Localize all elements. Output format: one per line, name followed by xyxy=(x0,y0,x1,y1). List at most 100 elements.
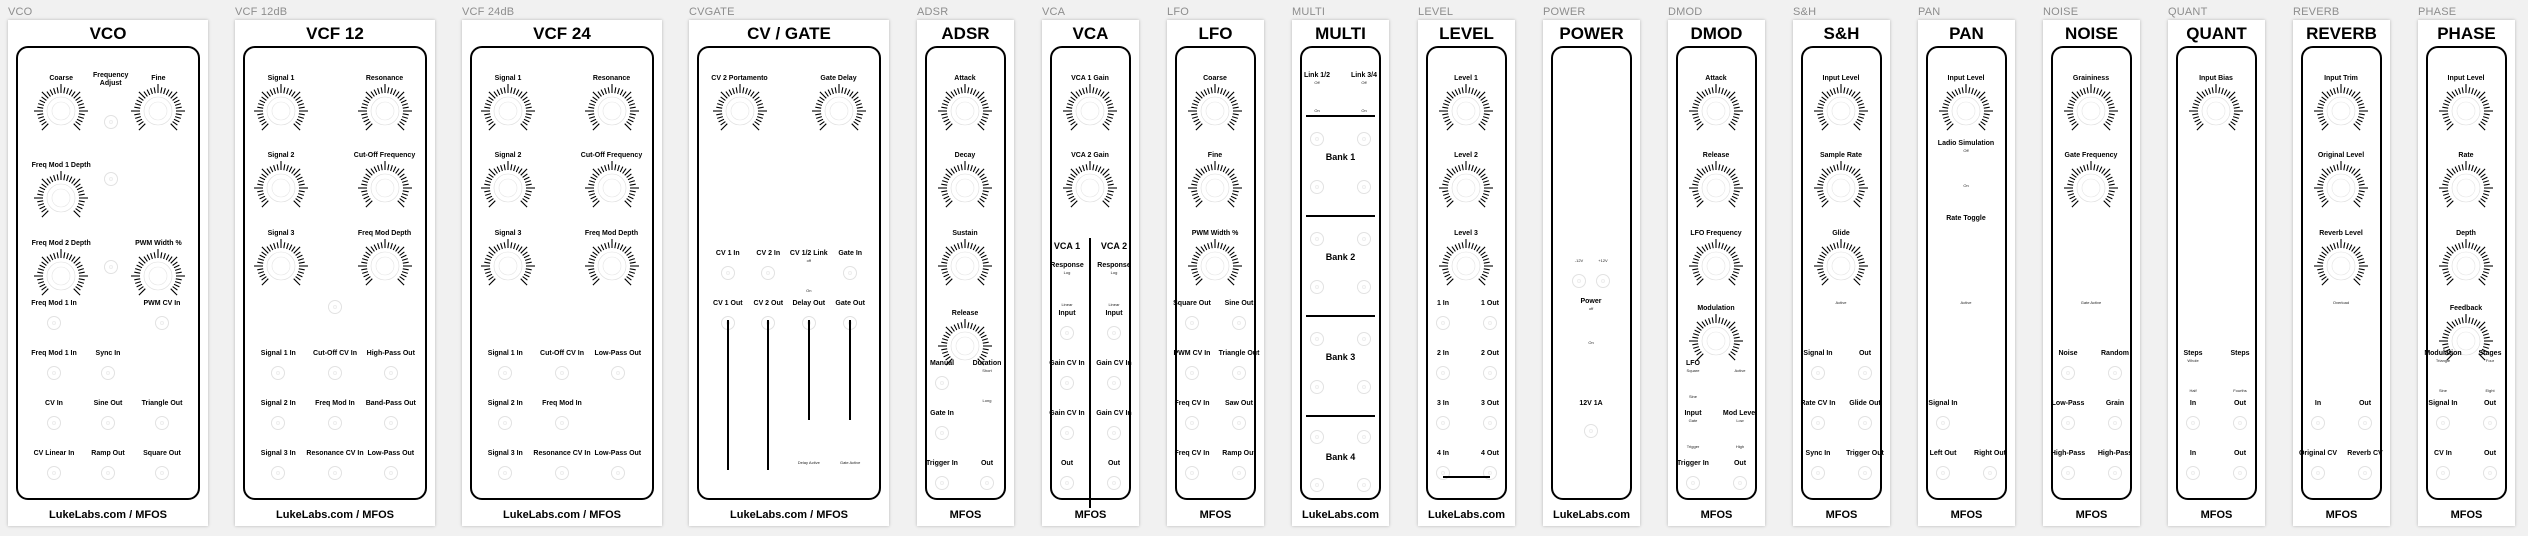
jack-socket[interactable] xyxy=(1357,232,1371,246)
jack-socket[interactable] xyxy=(610,466,625,480)
knob-reverb-level[interactable] xyxy=(2313,238,2369,294)
jack-socket[interactable] xyxy=(1572,274,1586,288)
knob-input-level[interactable] xyxy=(1813,83,1869,139)
jack-socket[interactable] xyxy=(1357,380,1371,394)
jack-socket[interactable] xyxy=(383,466,398,480)
jack-socket[interactable] xyxy=(271,416,286,430)
jack-socket[interactable] xyxy=(555,416,569,430)
knob-original-level[interactable] xyxy=(2313,160,2369,216)
jack-socket[interactable] xyxy=(2436,466,2450,480)
jack-socket[interactable] xyxy=(843,266,858,280)
jack-socket[interactable] xyxy=(498,366,513,380)
knob-resonance[interactable] xyxy=(584,83,640,139)
jack-socket[interactable] xyxy=(1858,366,1872,380)
jack-socket[interactable] xyxy=(935,376,949,390)
knob-graininess[interactable] xyxy=(2063,83,2119,139)
knob-rate[interactable] xyxy=(2438,160,2494,216)
jack-socket[interactable] xyxy=(1310,180,1324,194)
knob-release[interactable] xyxy=(937,318,993,374)
jack-socket[interactable] xyxy=(1983,466,1997,480)
knob-sustain[interactable] xyxy=(937,238,993,294)
jack-socket[interactable] xyxy=(2108,416,2122,430)
jack-socket[interactable] xyxy=(1357,332,1371,346)
knob-cv-2-portamento[interactable] xyxy=(712,83,768,139)
knob-level-3[interactable] xyxy=(1438,238,1494,294)
jack-socket[interactable] xyxy=(1185,366,1199,380)
jack-socket[interactable] xyxy=(2061,366,2075,380)
jack-socket[interactable] xyxy=(2186,466,2200,480)
jack-socket[interactable] xyxy=(1357,132,1371,146)
jack-socket[interactable] xyxy=(1858,466,1872,480)
jack-socket[interactable] xyxy=(1686,476,1700,490)
jack-socket[interactable] xyxy=(1232,466,1246,480)
knob-fine[interactable] xyxy=(1187,160,1243,216)
jack-socket[interactable] xyxy=(2108,466,2122,480)
knob-cut-off-frequency[interactable] xyxy=(357,160,413,216)
jack-socket[interactable] xyxy=(1310,280,1324,294)
jack-socket[interactable] xyxy=(1811,366,1825,380)
jack-socket[interactable] xyxy=(1185,466,1199,480)
knob-gate-frequency[interactable] xyxy=(2063,160,2119,216)
jack-socket[interactable] xyxy=(1858,416,1872,430)
knob-coarse[interactable] xyxy=(33,83,89,139)
knob-modulation[interactable] xyxy=(1688,313,1744,369)
jack-socket[interactable] xyxy=(328,300,342,314)
jack-socket[interactable] xyxy=(1107,426,1121,440)
jack-socket[interactable] xyxy=(155,416,169,430)
knob-attack[interactable] xyxy=(937,83,993,139)
jack-socket[interactable] xyxy=(1232,366,1246,380)
jack-socket[interactable] xyxy=(935,476,949,490)
jack-socket[interactable] xyxy=(1310,132,1324,146)
jack-socket[interactable] xyxy=(271,466,286,480)
knob-cut-off-frequency[interactable] xyxy=(584,160,640,216)
jack-socket[interactable] xyxy=(1060,426,1074,440)
knob-freq-mod-depth[interactable] xyxy=(357,238,413,294)
jack-socket[interactable] xyxy=(155,316,169,330)
jack-socket[interactable] xyxy=(101,366,115,380)
knob-vca-2-gain[interactable] xyxy=(1062,160,1118,216)
knob-pwm-width-[interactable] xyxy=(130,248,186,304)
knob-attack[interactable] xyxy=(1688,83,1744,139)
jack-socket[interactable] xyxy=(1357,180,1371,194)
jack-socket[interactable] xyxy=(2186,416,2200,430)
knob-level-2[interactable] xyxy=(1438,160,1494,216)
knob-depth[interactable] xyxy=(2438,238,2494,294)
knob-fine[interactable] xyxy=(130,83,186,139)
jack-socket[interactable] xyxy=(1107,476,1121,490)
jack-socket[interactable] xyxy=(1232,316,1246,330)
knob-signal-2[interactable] xyxy=(480,160,536,216)
jack-socket[interactable] xyxy=(1436,466,1450,480)
jack-socket[interactable] xyxy=(1310,380,1324,394)
jack-socket[interactable] xyxy=(555,466,569,480)
jack-socket[interactable] xyxy=(1185,316,1199,330)
jack-socket[interactable] xyxy=(2483,416,2497,430)
jack-socket[interactable] xyxy=(1357,280,1371,294)
jack-socket[interactable] xyxy=(383,416,398,430)
jack-socket[interactable] xyxy=(383,366,398,380)
knob-signal-1[interactable] xyxy=(253,83,309,139)
jack-socket[interactable] xyxy=(2233,466,2247,480)
jack-socket[interactable] xyxy=(610,366,625,380)
knob-freq-mod-2-depth[interactable] xyxy=(33,248,89,304)
jack-socket[interactable] xyxy=(2311,416,2325,430)
jack-socket[interactable] xyxy=(1483,366,1497,380)
jack-socket[interactable] xyxy=(328,416,342,430)
jack-socket[interactable] xyxy=(1310,430,1324,444)
knob-pwm-width-[interactable] xyxy=(1187,238,1243,294)
knob-signal-1[interactable] xyxy=(480,83,536,139)
jack-socket[interactable] xyxy=(2358,466,2372,480)
jack-socket[interactable] xyxy=(2311,466,2325,480)
knob-level-1[interactable] xyxy=(1438,83,1494,139)
jack-socket[interactable] xyxy=(1811,466,1825,480)
jack-socket[interactable] xyxy=(2061,416,2075,430)
knob-input-trim[interactable] xyxy=(2313,83,2369,139)
jack-socket[interactable] xyxy=(1107,376,1121,390)
jack-socket[interactable] xyxy=(1436,316,1450,330)
knob-coarse[interactable] xyxy=(1187,83,1243,139)
jack-socket[interactable] xyxy=(1936,416,1950,430)
jack-socket[interactable] xyxy=(1185,416,1199,430)
knob-input-level[interactable] xyxy=(1938,83,1994,139)
jack-socket[interactable] xyxy=(1357,478,1371,492)
jack-socket[interactable] xyxy=(1483,316,1497,330)
knob-gate-delay[interactable] xyxy=(811,83,867,139)
